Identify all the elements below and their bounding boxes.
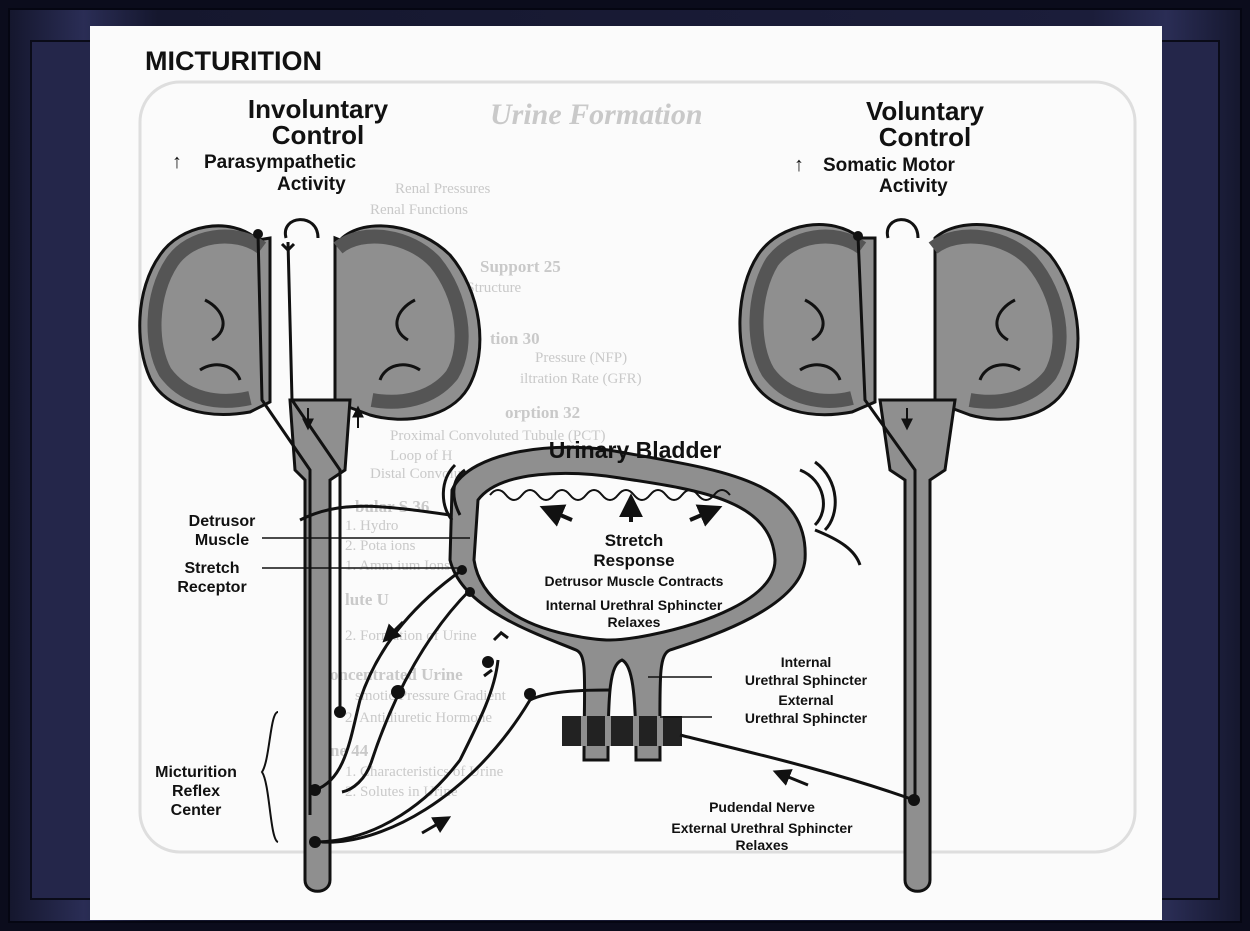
detrusor-contracts-label: Detrusor Muscle Contracts: [545, 573, 724, 589]
detrusor-muscle-label-2: Muscle: [195, 532, 249, 549]
bleed-line: iltration Rate (GFR): [520, 371, 642, 387]
bleed-line: oncentrated Urine: [330, 665, 463, 684]
bleed-line: orption 32: [505, 403, 580, 422]
internal-relaxes-2: Relaxes: [608, 614, 661, 630]
somatic-motor-label-1: Somatic Motor: [823, 155, 956, 176]
up-arrow-icon: ↑: [794, 154, 804, 176]
bleed-line: Support 25: [480, 257, 561, 276]
bleed-line: Renal Functions: [370, 202, 468, 218]
bleed-line: lute U: [345, 590, 389, 609]
bleed-line: Pressure (NFP): [535, 350, 627, 366]
external-sphincter-muscle: [562, 716, 682, 746]
external-relaxes-label-1: External Urethral Sphincter: [671, 820, 853, 836]
diagram-title: MICTURITION: [145, 46, 322, 76]
bleed-line: 2. Antidiuretic Hormone: [345, 710, 492, 726]
stretch-receptor-label-2: Receptor: [177, 579, 246, 596]
reflex-center-bracket: [262, 712, 278, 842]
up-arrow-icon: ↑: [172, 151, 182, 173]
bleed-line: 1. Amm ium Ions: [345, 558, 450, 574]
voluntary-heading-2: Control: [879, 122, 971, 152]
reflex-center-label-2: Reflex: [172, 783, 220, 800]
parasympathetic-label-2: Activity: [277, 174, 346, 195]
bleed-line: 2. Pota ions: [345, 538, 416, 554]
reflex-center-label-1: Micturition: [155, 764, 237, 781]
stretch-receptor-label-1: Stretch: [184, 560, 239, 577]
external-sphincter-label-2: Urethral Sphincter: [745, 710, 868, 726]
pudendal-nerve: [680, 735, 914, 800]
detrusor-muscle-label-1: Detrusor: [189, 513, 256, 530]
bleed-line: Loop of H: [390, 448, 453, 464]
arrow-icon: [422, 818, 448, 833]
external-sphincter-label-1: External: [778, 692, 833, 708]
internal-relaxes-1: Internal Urethral Sphincter: [546, 597, 723, 613]
internal-sphincter-label-1: Internal: [781, 654, 832, 670]
arrow-icon: [776, 772, 808, 785]
right-spinal-cord: [880, 400, 955, 891]
involuntary-heading-2: Control: [272, 120, 364, 150]
bleed-line: 2. Formation of Urine: [345, 628, 477, 644]
bleed-line: Renal Pressures: [395, 181, 491, 197]
bleed-line: 1. Hydro: [345, 518, 398, 534]
internal-sphincter-label-2: Urethral Sphincter: [745, 672, 868, 688]
reflex-center-label-3: Center: [171, 802, 222, 819]
parasympathetic-label-1: Parasympathetic: [204, 152, 357, 173]
bleed-heading: Urine Formation: [490, 98, 703, 131]
stretch-response-1: Stretch: [605, 531, 664, 550]
somatic-motor-label-2: Activity: [879, 176, 948, 197]
stretch-response-2: Response: [593, 551, 674, 570]
bladder-title: Urinary Bladder: [549, 437, 722, 463]
pudendal-nerve-label: Pudendal Nerve: [709, 799, 815, 815]
bleed-line: tion 30: [490, 329, 540, 348]
bleed-line: smotic Pressure Gradient: [355, 688, 507, 704]
external-relaxes-label-2: Relaxes: [736, 837, 789, 853]
